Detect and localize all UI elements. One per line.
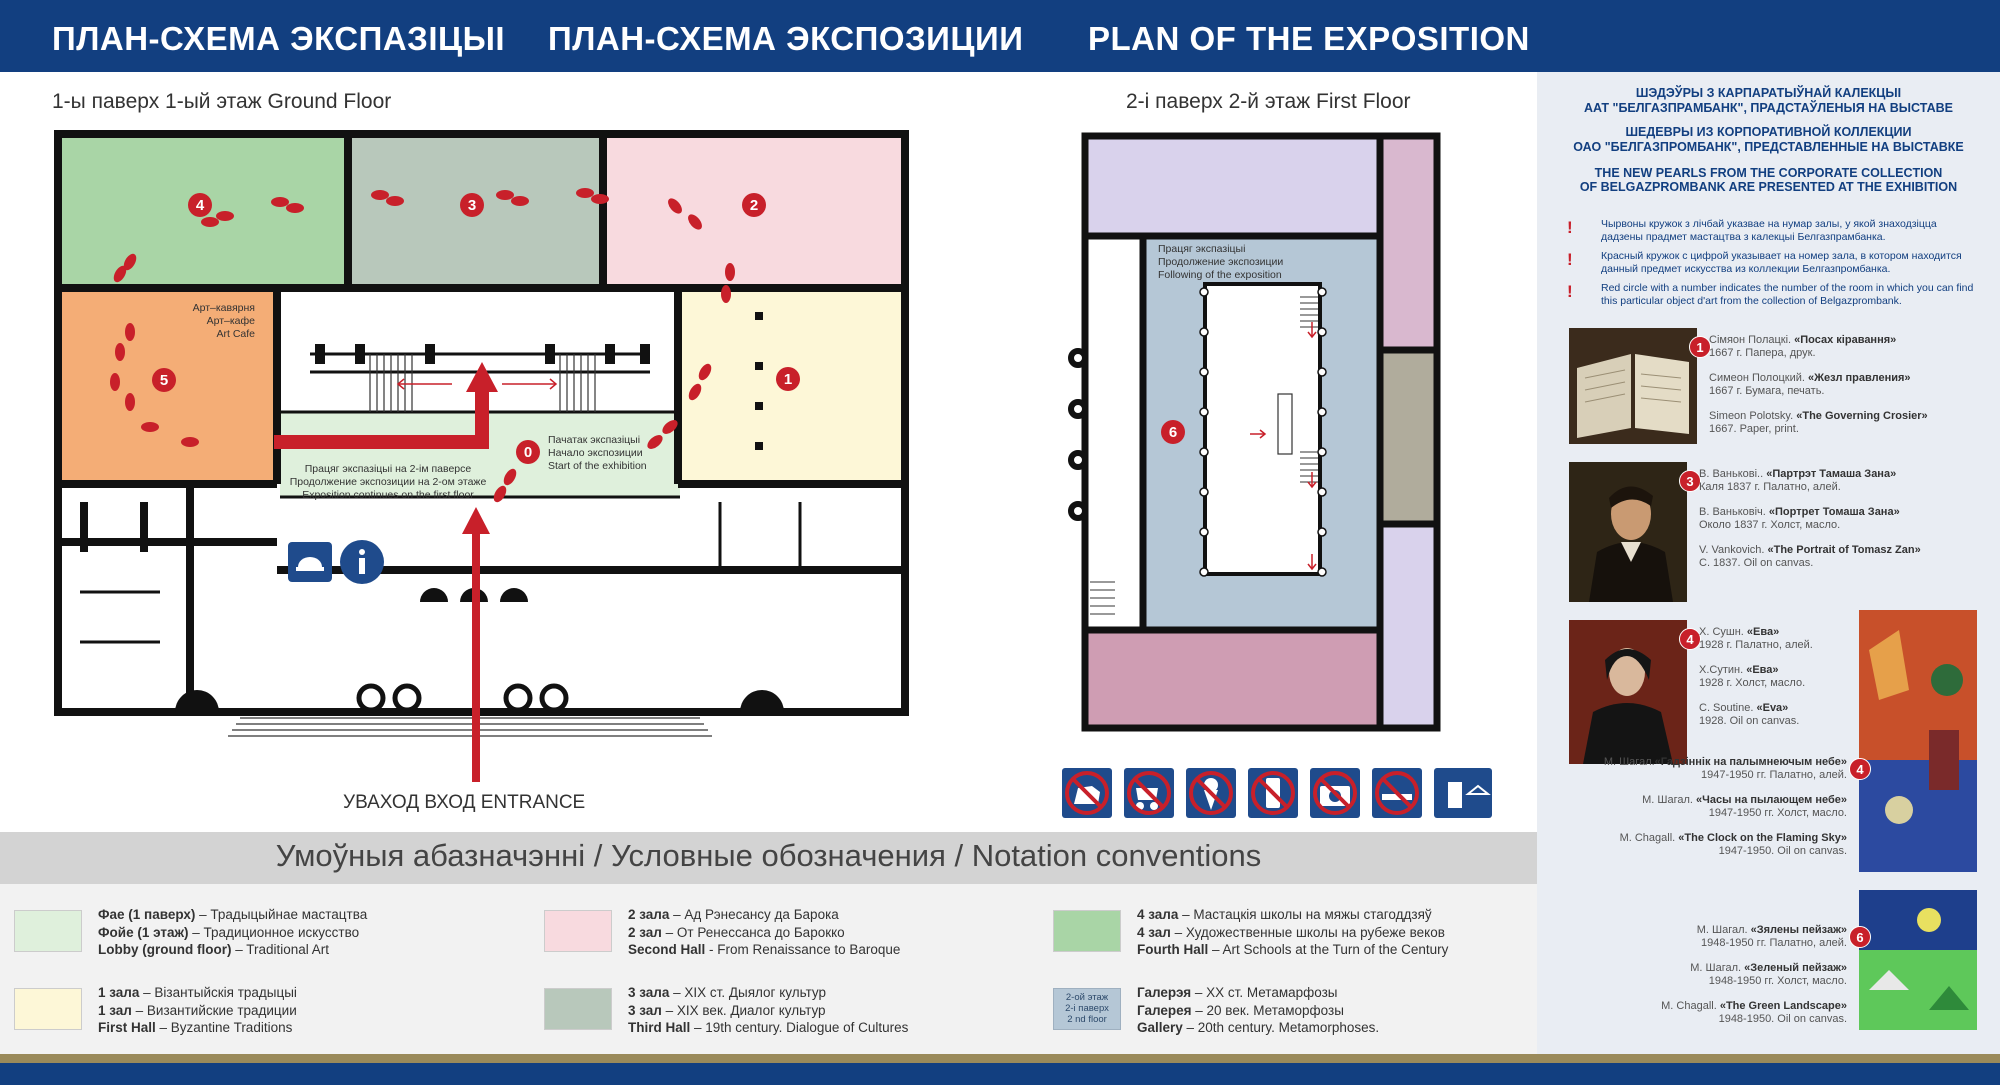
title-english: PLAN OF THE EXPOSITION — [1088, 20, 1530, 57]
svg-text:0: 0 — [524, 444, 532, 461]
no-pets-icon — [1062, 768, 1112, 818]
gallery-area-right-bottom — [1382, 526, 1434, 726]
no-photo-icon — [1310, 768, 1360, 818]
svg-text:6: 6 — [1169, 424, 1177, 441]
first-floor-plan: 6 Працяг экспазіцыі Продолжение экспозиц… — [1068, 132, 1441, 732]
artwork-portrait-zan — [1569, 462, 1687, 602]
start-label-be: Пачатак экспазіцыі — [548, 434, 640, 446]
artwork-caption: Х. Сушн. «Ева»1928 г. Палатно, алей.Х.Су… — [1699, 626, 1813, 727]
gallery-swatch-text: 2-ой этаж — [1065, 992, 1109, 1003]
legend-swatch — [544, 910, 612, 952]
legend-swatch — [1053, 910, 1121, 952]
gold-divider — [0, 1054, 2000, 1063]
title-belarusian: ПЛАН-СХЕМА ЭКСПАЗІЦЫІ — [52, 20, 506, 57]
continue-label-ru: Продолжение экспозиции на 2-ом этаже — [290, 476, 487, 488]
no-smoking-icon — [1372, 768, 1422, 818]
continue-label-be: Працяг экспазіцыі на 2-ім паверсе — [305, 463, 472, 475]
ground-floor-label: 1-ы паверх 1-ый этаж Ground Floor — [52, 90, 392, 113]
gallery-area-right-top — [1382, 138, 1434, 348]
room-badge: 4 — [1849, 758, 1871, 780]
artwork-green-landscape — [1859, 890, 1977, 1030]
cloakroom-map-icon — [288, 542, 332, 582]
room-badge: 4 — [1679, 628, 1701, 650]
cafe-label-ru: Арт–кафе — [207, 315, 256, 327]
gallery-area-right-mid — [1382, 352, 1434, 522]
footer-bar — [0, 1063, 2000, 1085]
room-badge: 6 — [1849, 926, 1871, 948]
artwork-caption: Сімяон Полацкі. «Посах кіравання»1667 г.… — [1709, 334, 1928, 435]
svg-text:4: 4 — [196, 197, 205, 214]
following-label-en: Following of the exposition — [1158, 269, 1282, 281]
svg-text:5: 5 — [160, 372, 168, 389]
note-ru: Красный кружок с цифрой указывает на ном… — [1601, 250, 1962, 275]
svg-text:1: 1 — [784, 371, 792, 388]
artwork-caption: М. Шагал.«Гадзіннік на палымнеючым небе»… — [1603, 756, 1847, 857]
no-phones-icon — [1248, 768, 1298, 818]
legend-swatch — [14, 988, 82, 1030]
note-en: Red circle with a number indicates the n… — [1601, 282, 1974, 307]
gallery-area-bottom — [1087, 632, 1377, 726]
following-label-be: Працяг экспазіцыі — [1158, 243, 1245, 255]
legend-swatch — [544, 988, 612, 1030]
title-russian: ПЛАН-СХЕМА ЭКСПОЗИЦИИ — [548, 20, 1024, 57]
room-marker-0 — [516, 440, 540, 464]
room-marker-1 — [776, 367, 800, 391]
start-label-ru: Начало экспозиции — [548, 447, 643, 459]
artwork-crosier-book — [1569, 328, 1697, 444]
artwork-caption: В. Ванькові.. «Партрэт Тамаша Зана»Каля … — [1699, 468, 1921, 569]
start-label-en: Start of the exhibition — [548, 460, 647, 472]
gallery-area-top — [1087, 138, 1377, 234]
continue-label-en: Exposition continues on the first floor — [302, 489, 474, 501]
side-heading-en-2: OF BELGAZPROMBANK ARE PRESENTED AT THE E… — [1579, 180, 1958, 194]
cafe-label-en: Art Cafe — [216, 328, 255, 340]
gallery-swatch-text: 2-і паверх — [1065, 1003, 1109, 1014]
side-heading-be-2: ААТ "БЕЛГАЗПРАМБАНК", ПРАДСТАЎЛЕНЫЯ НА В… — [1583, 101, 1953, 115]
ground-floor-plan: 4 3 2 5 1 0 Арт–кавярня Арт–кафе Art Caf… — [54, 130, 909, 782]
side-heading-be-1: ШЭДЭЎРЫ З КАРПАРАТЫЎНАЙ КАЛЕКЦЫІ — [1635, 86, 1902, 100]
collection-panel: ШЭДЭЎРЫ З КАРПАРАТЫЎНАЙ КАЛЕКЦЫІ ААТ "БЕ… — [1537, 72, 2000, 1054]
side-heading-ru-1: ШЕДЕВРЫ ИЗ КОРПОРАТИВНОЙ КОЛЛЕКЦИИ — [1625, 125, 1912, 139]
header-bar: ПЛАН-СХЕМА ЭКСПАЗІЦЫІ ПЛАН-СХЕМА ЭКСПОЗИ… — [0, 0, 2000, 72]
artwork-clock-flaming-sky — [1859, 610, 1977, 872]
legend-swatch — [14, 910, 82, 952]
side-heading-en-1: THE NEW PEARLS FROM THE CORPORATE COLLEC… — [1594, 166, 1943, 180]
artwork-caption: М. Шагал. «Зялены пейзаж»1948-1950 гг. П… — [1661, 924, 1847, 1025]
svg-text:2: 2 — [750, 197, 758, 214]
following-label-ru: Продолжение экспозиции — [1158, 256, 1283, 268]
room-badge: 3 — [1679, 470, 1701, 492]
legend-text: 4 зала – Мастацкія школы на мяжы стагодд… — [1137, 907, 1449, 957]
room-marker-5 — [152, 368, 176, 392]
rules-icons — [1062, 768, 1498, 824]
room-marker-6 — [1161, 420, 1185, 444]
note-be: Чырвоны кружок з лічбай указвае на нумар… — [1601, 218, 1937, 243]
cloakroom-icon — [1434, 768, 1492, 818]
legend-title: Умоўныя абазначэнні / Условные обозначен… — [275, 838, 1262, 873]
room-marker-2 — [742, 193, 766, 217]
entrance-label: УВАХОД ВХОД ENTRANCE — [343, 792, 586, 813]
legend-title-band — [0, 832, 1537, 884]
exclamation-icon: ! — [1567, 250, 1573, 269]
room-marker-3 — [460, 193, 484, 217]
room-marker-4 — [188, 193, 212, 217]
room-badge: 1 — [1689, 336, 1711, 358]
information-icon — [340, 540, 384, 584]
no-ice-cream-icon — [1186, 768, 1236, 818]
side-heading-ru-2: ОАО "БЕЛГАЗПРОМБАНК", ПРЕДСТАВЛЕННЫЕ НА … — [1573, 140, 1964, 154]
cafe-label-be: Арт–кавярня — [193, 302, 255, 314]
first-floor-label: 2-і паверх 2-й этаж First Floor — [1126, 90, 1411, 113]
legend — [0, 884, 1537, 1054]
no-strollers-icon — [1124, 768, 1174, 818]
exclamation-icon: ! — [1567, 282, 1573, 301]
gallery-swatch-text: 2 nd floor — [1067, 1014, 1107, 1025]
artwork-eva — [1569, 620, 1687, 764]
svg-text:3: 3 — [468, 197, 476, 214]
exclamation-icon: ! — [1567, 218, 1573, 237]
